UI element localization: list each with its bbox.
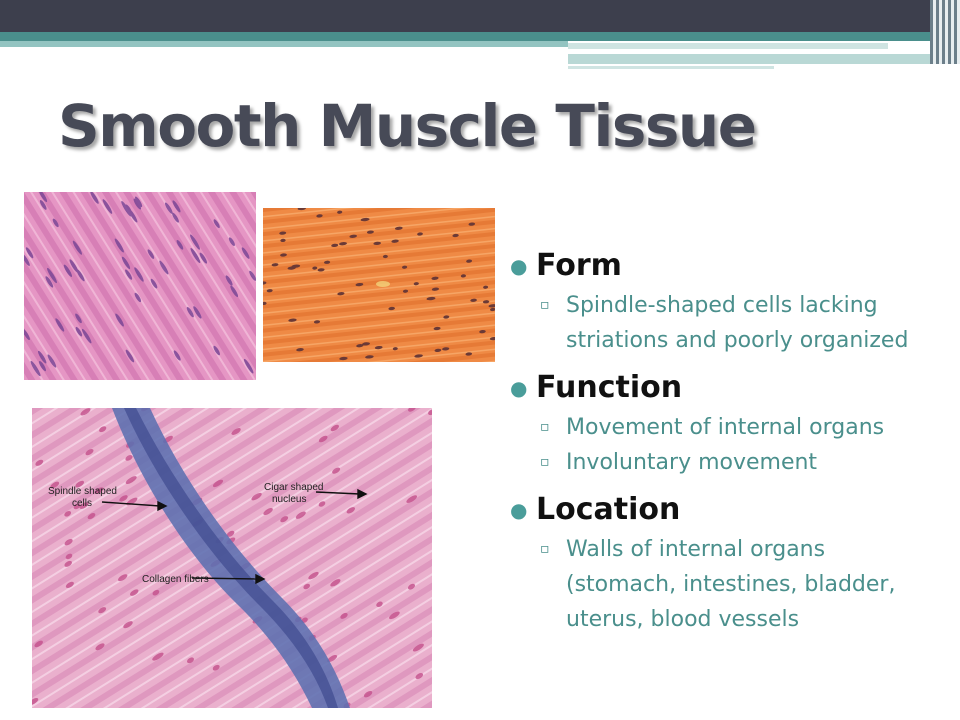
header-rule (568, 66, 774, 69)
bullet-heading: Function (536, 370, 683, 405)
label-collagen: Collagen fibers (142, 574, 209, 585)
square-bullet-icon: ▫ (540, 541, 550, 557)
header-rule (568, 43, 888, 49)
label-spindle-line2: cells (72, 498, 92, 509)
header-band (0, 0, 960, 32)
bullet-heading: Form (536, 248, 622, 283)
micrograph-labeled: Spindle shaped cells Cigar shaped nucleu… (32, 408, 432, 708)
label-cigar-line2: nucleus (272, 494, 306, 505)
bullet-list: ● Form ▫ Spindle-shaped cells lacking st… (510, 244, 940, 637)
sub-bullet-text: Walls of internal organs (stomach, intes… (566, 537, 896, 632)
bullet-dot-icon: ● (510, 254, 528, 278)
header-rule (568, 54, 948, 64)
label-spindle-line1: Spindle shaped (48, 486, 117, 497)
label-cigar-line1: Cigar shaped (264, 482, 323, 493)
square-bullet-icon: ▫ (540, 297, 550, 313)
header-accent-line (0, 32, 960, 41)
header-accent-line-light (0, 41, 568, 47)
bullet-dot-icon: ● (510, 376, 528, 400)
sub-bullet-text: Movement of internal organs (566, 415, 885, 440)
header-stripes (930, 0, 960, 64)
bullet-heading: Location (536, 492, 681, 527)
sub-bullet-text: Involuntary movement (566, 450, 818, 475)
bullet-function: ● Function ▫ Movement of internal organs… (510, 366, 940, 480)
micrograph-orange (263, 208, 495, 362)
square-bullet-icon: ▫ (540, 454, 550, 470)
bullet-dot-icon: ● (510, 498, 528, 522)
square-bullet-icon: ▫ (540, 419, 550, 435)
bullet-location: ● Location ▫ Walls of internal organs (s… (510, 488, 940, 637)
slide-title: Smooth Muscle Tissue (58, 92, 757, 160)
sub-bullet-text: Spindle-shaped cells lacking striations … (566, 293, 909, 353)
bullet-form: ● Form ▫ Spindle-shaped cells lacking st… (510, 244, 940, 358)
micrograph-pink (24, 192, 256, 380)
